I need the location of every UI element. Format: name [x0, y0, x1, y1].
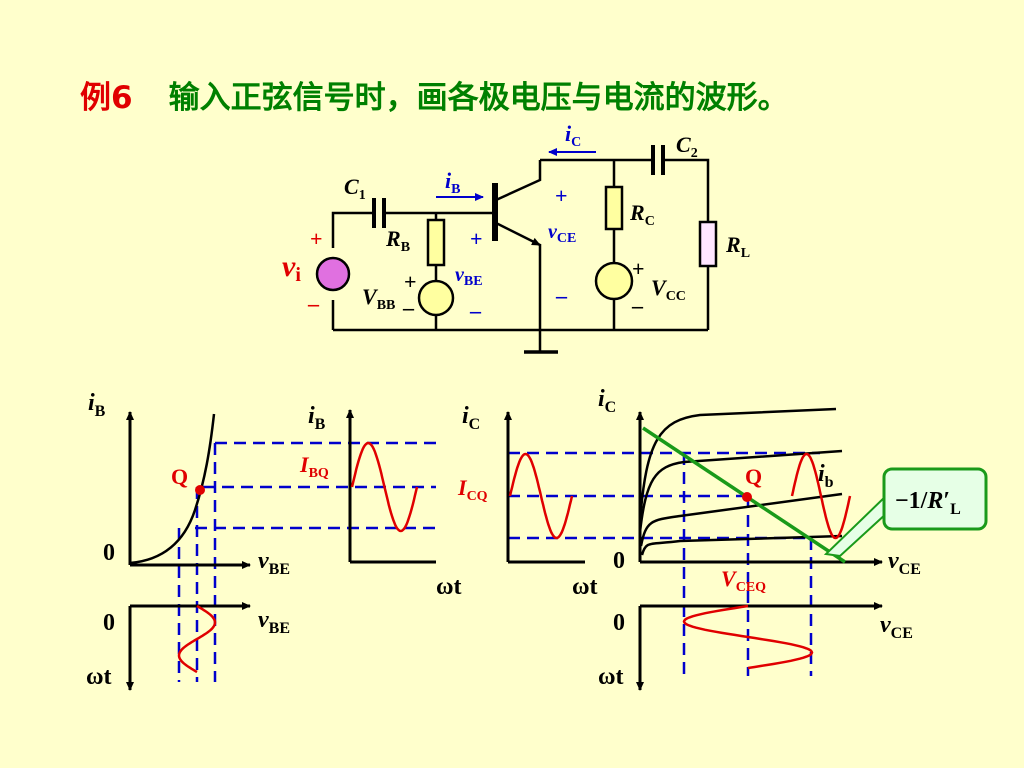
ib-output-wave [790, 452, 852, 540]
rc-label: RC [629, 200, 655, 229]
vbe-plus: + [470, 226, 483, 251]
ic-label: iC [565, 121, 581, 150]
load-line-slope-callout [882, 467, 988, 531]
input-q-label: Q [171, 464, 188, 489]
vce-plus: + [555, 183, 568, 208]
vbb-plus: + [404, 269, 417, 294]
input-characteristic-curve [129, 413, 216, 565]
q-point-input [195, 485, 205, 495]
vbb-label: VBB [362, 284, 395, 313]
ic-time-y-label: iC [462, 403, 480, 433]
output-q-label: Q [745, 464, 762, 489]
waveforms [177, 441, 852, 674]
title-text: 输入正弦信号时，画各极电压与电流的波形。 [168, 80, 789, 116]
static-curves [129, 407, 846, 565]
vcc-source [594, 261, 634, 301]
vbe-label: vBE [455, 264, 483, 289]
ib-time-y-label: iB [308, 403, 326, 433]
circuit-labels: C1 C2 RB RC RL iB iC vi + – + vBE – + vC… [282, 121, 750, 323]
output-time-label: ωt [598, 664, 624, 690]
collector-top-wire [540, 158, 710, 330]
vi-minus: – [307, 291, 320, 316]
example-number: 例6 [80, 80, 133, 116]
output-lower-x-label: vCE [880, 612, 913, 642]
input-time-label: ωt [86, 664, 112, 690]
c1-label: C1 [344, 174, 366, 203]
vi-source [315, 256, 351, 292]
rl-label: RL [725, 232, 750, 261]
ib-time-level: IBQ [299, 452, 329, 481]
vbe-time-wave [177, 604, 217, 674]
transistor-collector [495, 160, 542, 202]
vi-label: vi [282, 250, 301, 286]
ic-time-level: ICQ [457, 475, 488, 504]
input-origin: 0 [103, 540, 115, 566]
load-line-slope-text: −1/R′L [895, 488, 961, 518]
input-loop-wire [331, 211, 372, 330]
vbb-source [417, 279, 455, 317]
vce-label: vCE [548, 221, 576, 246]
input-y-label: iB [88, 390, 106, 420]
ib-label: iB [445, 168, 460, 197]
input-lower-origin: 0 [103, 610, 115, 636]
rb-label: RB [385, 226, 410, 255]
transistor-emitter [495, 221, 541, 247]
output-curve-3 [638, 449, 843, 533]
ib-time-x-label: ωt [436, 574, 462, 600]
rc-resistor [604, 185, 624, 231]
output-lower-origin: 0 [613, 610, 625, 636]
output-y-label: iC [598, 386, 616, 416]
graph-labels: iB 0 vBE Q 0 vBE ωt iB IBQ ωt iC ICQ ωt … [86, 386, 921, 690]
q-point-output [742, 492, 752, 502]
input-lower-x-label: vBE [258, 607, 290, 637]
output-curve-4 [638, 407, 837, 523]
c2-label: C2 [676, 132, 698, 161]
c1-plates [372, 198, 386, 228]
ib-time-wave [350, 441, 419, 533]
output-curve-1 [640, 534, 843, 556]
rl-resistor [698, 220, 718, 268]
input-x-label: vBE [258, 548, 290, 578]
vce-time-wave [682, 604, 814, 670]
vcc-plus: + [632, 256, 645, 281]
callout-pointer [823, 491, 889, 558]
vce-minus: – [555, 283, 568, 308]
rb-resistor [426, 218, 446, 267]
slide-title: 例6 输入正弦信号时，画各极电压与电流的波形。 [80, 72, 789, 122]
output-ib-label: ib [818, 461, 834, 491]
output-origin: 0 [613, 548, 625, 574]
ic-time-x-label: ωt [572, 574, 598, 600]
ic-time-wave [508, 452, 574, 540]
vi-plus: + [310, 226, 323, 251]
output-x-label: vCE [888, 548, 921, 578]
vcc-minus: – [631, 293, 644, 318]
output-curve-2 [639, 492, 843, 547]
amplifier-circuit [315, 145, 718, 354]
vbb-minus: – [402, 295, 415, 320]
vcc-label: VCC [651, 275, 686, 304]
vbe-minus: – [469, 298, 482, 323]
axes [126, 409, 883, 691]
output-vceq-label: VCEQ [721, 566, 766, 595]
c2-plates [651, 145, 665, 175]
